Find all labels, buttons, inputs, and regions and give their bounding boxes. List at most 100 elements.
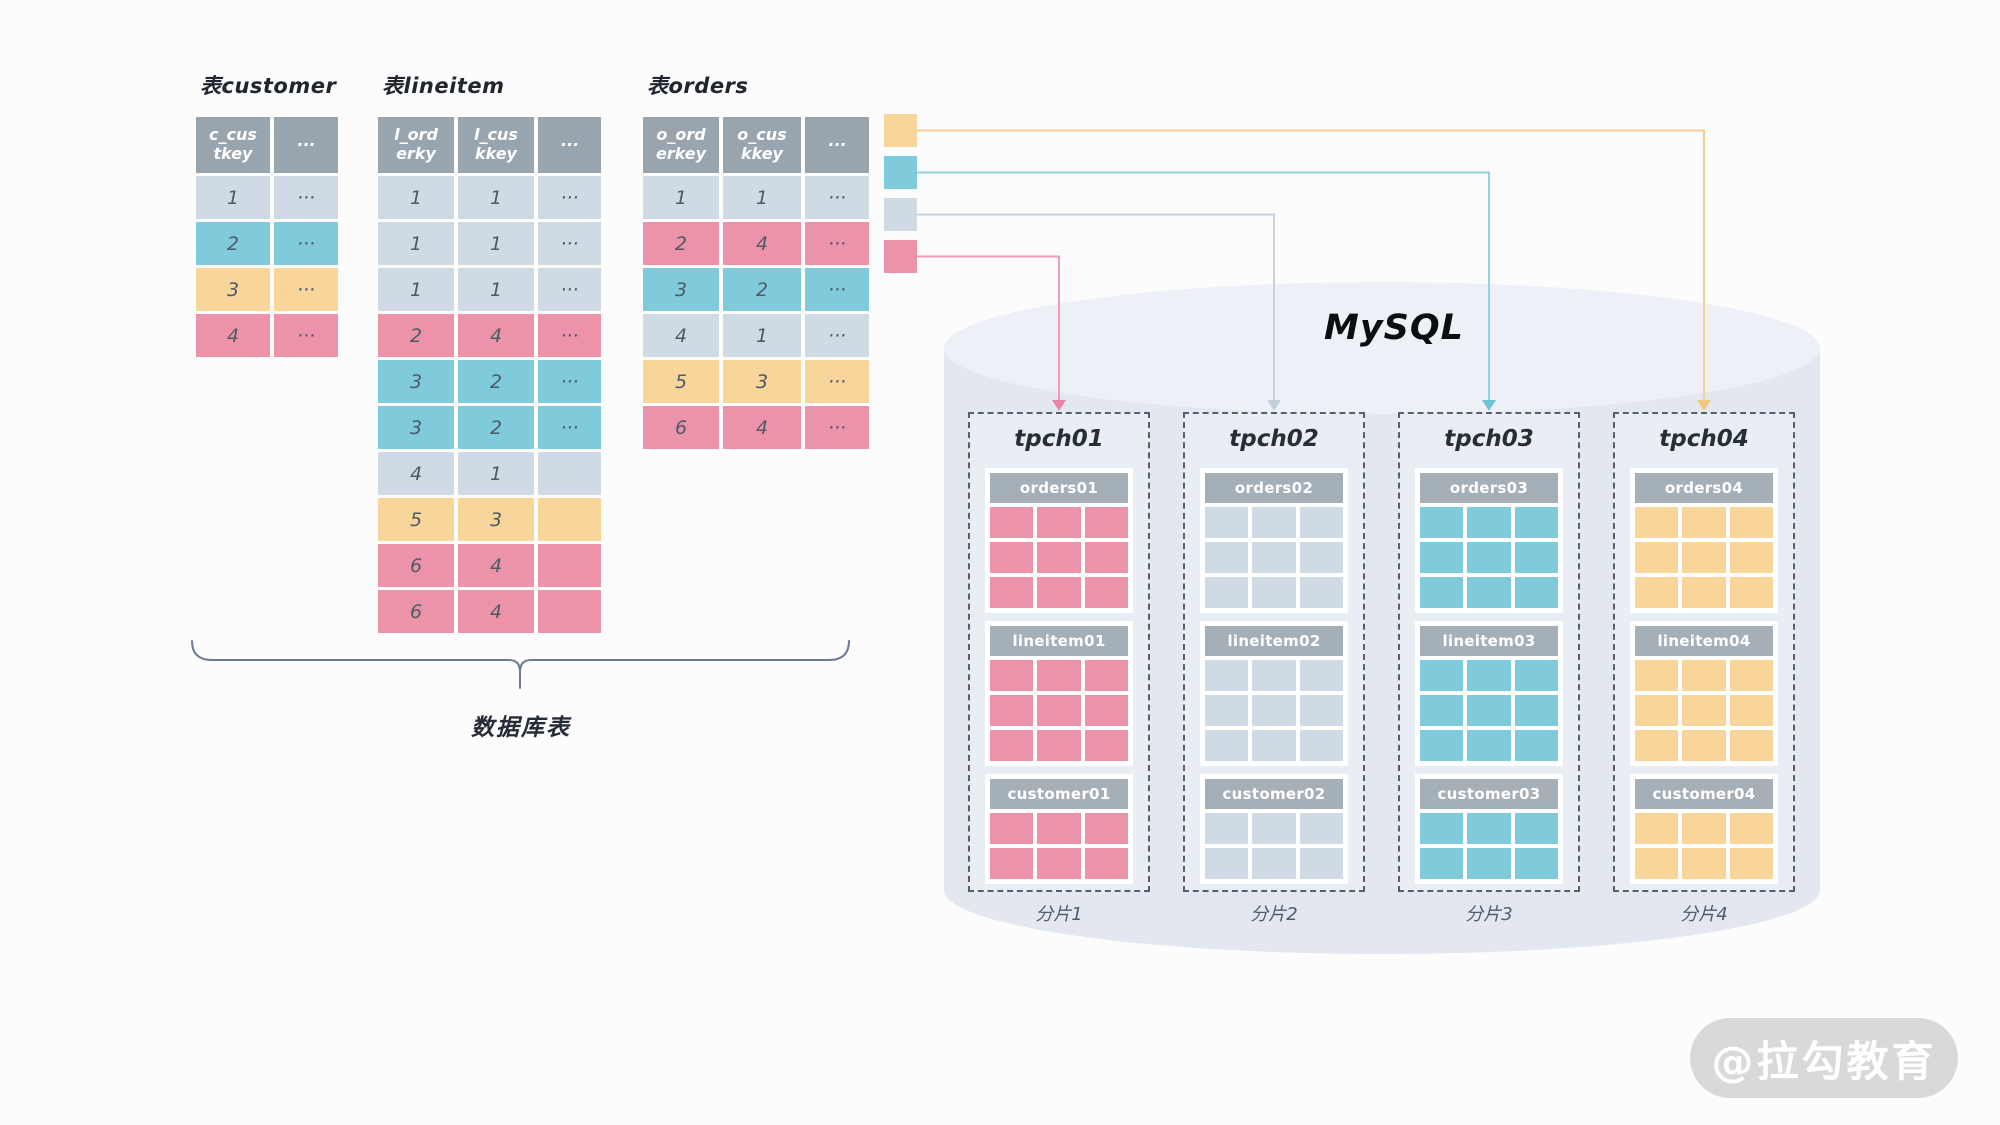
grid-cell	[1299, 813, 1343, 844]
grid-cell	[1205, 695, 1249, 726]
grid-cell	[1514, 813, 1558, 844]
table-orders-row4-cell1: 4	[643, 314, 719, 357]
grid-cell	[1252, 507, 1296, 538]
shard-table-header-customer01: customer01	[990, 779, 1128, 809]
grid-cell	[1635, 848, 1679, 879]
table-lineitem-row3-cell1: 1	[378, 268, 454, 311]
grid-cell	[1729, 577, 1773, 608]
table-title-orders: 表orders	[647, 74, 749, 98]
table-orders-header-0: o_ord erkey	[643, 117, 719, 173]
legend-swatch-teal	[884, 156, 917, 189]
table-lineitem-row10-cell2: 4	[458, 590, 534, 633]
table-lineitem-row8-cell1: 5	[378, 498, 454, 541]
grid-cell	[1514, 577, 1558, 608]
grid-cell	[1467, 813, 1511, 844]
table-lineitem-row6-cell2: 2	[458, 406, 534, 449]
grid-cell	[1299, 542, 1343, 573]
grid-cell	[1514, 848, 1558, 879]
table-customer-row1-cell2: ···	[274, 176, 338, 219]
grid-cell	[1037, 695, 1081, 726]
grid-cell	[1252, 542, 1296, 573]
grid-cell	[990, 730, 1034, 761]
grid-cell	[1682, 730, 1726, 761]
link-line-pink	[917, 255, 1060, 400]
table-lineitem-row8-cell3	[538, 498, 601, 541]
grid-cell	[1729, 695, 1773, 726]
table-orders-row3-cell3: ···	[805, 268, 869, 311]
table-lineitem-row5-cell1: 3	[378, 360, 454, 403]
shard-table-customer03: customer03	[1415, 774, 1563, 884]
table-lineitem-row1-cell3: ···	[538, 176, 601, 219]
shard-table-header-customer04: customer04	[1635, 779, 1773, 809]
table-lineitem-row3-cell3: ···	[538, 268, 601, 311]
table-lineitem-row2-cell3: ···	[538, 222, 601, 265]
table-orders-row6-cell2: 4	[723, 406, 801, 449]
shard-table-grid-customer04	[1635, 813, 1773, 879]
grid-cell	[1299, 695, 1343, 726]
shard-title-tpch03: tpch03	[1444, 426, 1534, 452]
grid-cell	[990, 542, 1034, 573]
grid-cell	[1420, 813, 1464, 844]
table-orders-row2-cell3: ···	[805, 222, 869, 265]
shard-table-grid-customer03	[1420, 813, 1558, 879]
table-customer: c_cus tkey···1···2···3···4···	[196, 117, 338, 357]
grid-cell	[1084, 577, 1128, 608]
arrowhead-gray	[1267, 400, 1281, 411]
shard-caption-tpch01: 分片1	[1035, 904, 1083, 925]
grid-cell	[1037, 813, 1081, 844]
grid-cell	[1037, 660, 1081, 691]
grid-cell	[1467, 660, 1511, 691]
table-lineitem-header-1: l_cus kkey	[458, 117, 534, 173]
shard-table-header-orders04: orders04	[1635, 473, 1773, 503]
table-lineitem-row10-cell1: 6	[378, 590, 454, 633]
table-lineitem-row8-cell2: 3	[458, 498, 534, 541]
shard-table-header-customer03: customer03	[1420, 779, 1558, 809]
shard-caption-tpch02: 分片2	[1250, 904, 1298, 925]
grid-cell	[1420, 695, 1464, 726]
shard-table-orders04: orders04	[1630, 468, 1778, 613]
grid-cell	[1682, 813, 1726, 844]
table-customer-row4-cell1: 4	[196, 314, 270, 357]
grid-cell	[1467, 577, 1511, 608]
grid-cell	[1729, 848, 1773, 879]
table-lineitem-row9-cell3	[538, 544, 601, 587]
grid-cell	[990, 577, 1034, 608]
shard-table-header-lineitem02: lineitem02	[1205, 626, 1343, 656]
cylinder-top-ellipse	[944, 282, 1820, 414]
shard-title-tpch01: tpch01	[1014, 426, 1104, 452]
shard-table-lineitem01: lineitem01	[985, 621, 1133, 766]
table-lineitem-row9-cell1: 6	[378, 544, 454, 587]
table-orders-row2-cell1: 2	[643, 222, 719, 265]
grid-cell	[1682, 507, 1726, 538]
grid-cell	[1682, 542, 1726, 573]
table-lineitem-row4-cell1: 2	[378, 314, 454, 357]
grid-cell	[1729, 730, 1773, 761]
grid-cell	[1252, 577, 1296, 608]
grid-cell	[1467, 695, 1511, 726]
grid-cell	[1729, 542, 1773, 573]
table-lineitem-row4-cell2: 4	[458, 314, 534, 357]
grid-cell	[1514, 660, 1558, 691]
grid-cell	[1299, 730, 1343, 761]
table-orders-row1-cell1: 1	[643, 176, 719, 219]
table-lineitem-row4-cell3: ···	[538, 314, 601, 357]
legend-swatch-gray	[884, 198, 917, 231]
grid-cell	[1420, 542, 1464, 573]
grid-cell	[1205, 813, 1249, 844]
grid-cell	[1635, 813, 1679, 844]
table-lineitem-header-2: ···	[538, 117, 601, 173]
table-lineitem-header-0: l_ord erky	[378, 117, 454, 173]
grid-cell	[1084, 695, 1128, 726]
shard-table-header-customer02: customer02	[1205, 779, 1343, 809]
grid-cell	[1037, 730, 1081, 761]
table-title-customer: 表customer	[200, 74, 337, 98]
table-lineitem-row9-cell2: 4	[458, 544, 534, 587]
table-customer-row4-cell2: ···	[274, 314, 338, 357]
